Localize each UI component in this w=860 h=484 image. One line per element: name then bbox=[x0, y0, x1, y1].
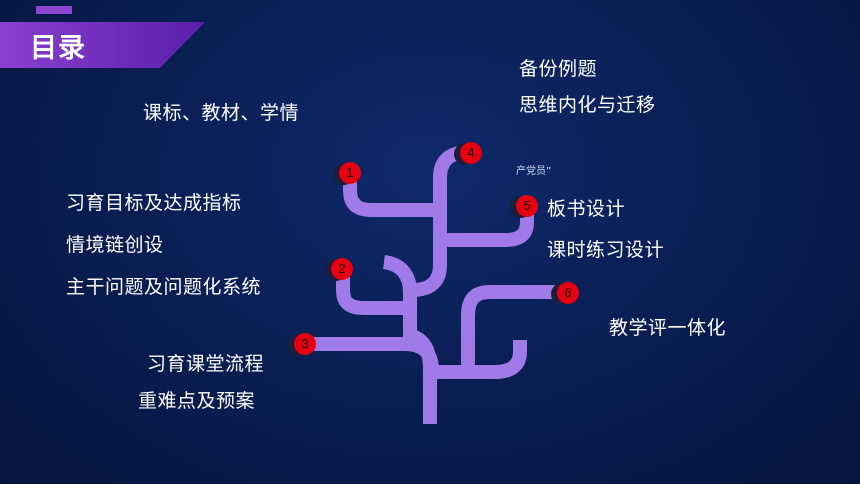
branch-2 bbox=[336, 268, 410, 315]
label-exercise-design: 课时练习设计 bbox=[547, 239, 665, 261]
page-title: 目录 bbox=[30, 33, 86, 64]
branch-3 bbox=[306, 337, 439, 371]
label-class-process: 习育课堂流程 bbox=[147, 353, 265, 375]
node-marker-5: 5 bbox=[516, 195, 538, 217]
label-context: 情境链创设 bbox=[66, 234, 164, 256]
node-marker-1: 1 bbox=[339, 162, 361, 184]
label-goals: 习育目标及达成指标 bbox=[66, 192, 242, 214]
label-difficulties: 重难点及预案 bbox=[138, 390, 256, 412]
node-marker-6: 6 bbox=[557, 282, 579, 304]
branch-6b bbox=[432, 340, 527, 379]
title-banner bbox=[0, 6, 205, 68]
title-banner-shape bbox=[0, 6, 205, 68]
label-thinking-transfer: 思维内化与迁移 bbox=[519, 94, 656, 116]
branch-1 bbox=[343, 172, 440, 217]
label-main-questions: 主干问题及问题化系统 bbox=[66, 276, 262, 298]
branch-2b bbox=[382, 255, 417, 345]
node-marker-2: 2 bbox=[331, 258, 353, 280]
label-teaching-evaluation: 教学评一体化 bbox=[609, 317, 727, 339]
label-curriculum: 课标、教材、学情 bbox=[143, 102, 300, 124]
branch-5 bbox=[440, 205, 534, 247]
node-marker-3: 3 bbox=[294, 333, 316, 355]
label-board-design: 板书设计 bbox=[547, 198, 626, 220]
small-note: 产党员” bbox=[516, 166, 552, 177]
node-marker-4: 4 bbox=[460, 142, 482, 164]
branch-6 bbox=[461, 285, 570, 368]
label-backup-examples: 备份例题 bbox=[519, 58, 598, 80]
branch-4 bbox=[411, 145, 471, 297]
